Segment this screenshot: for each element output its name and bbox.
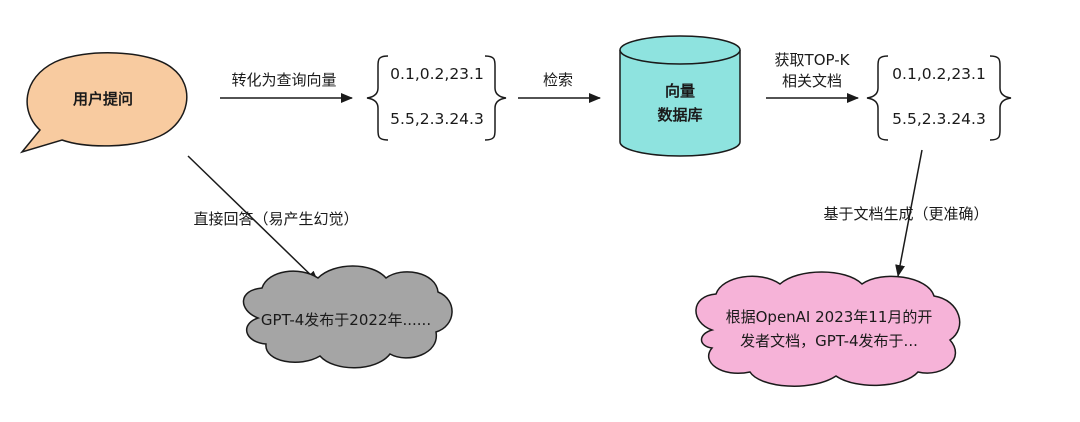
edge-label-retrieve: 检索 xyxy=(542,71,574,89)
topk-vector-row-2: 5.5,2.3.24.3 xyxy=(892,110,986,128)
vector-db-label-line2: 数据库 xyxy=(657,106,703,124)
edge-label-doc-generation: 基于文档生成（更准确） xyxy=(823,205,989,223)
edge-label-topk-line2: 相关文档 xyxy=(781,72,843,90)
vector-brace-right xyxy=(484,55,507,141)
rag-answer-text-line1: 根据OpenAI 2023年11月的开 xyxy=(725,308,933,326)
user-query-bubble xyxy=(19,52,188,154)
edge-label-to-vector: 转化为查询向量 xyxy=(231,71,337,89)
rag-answer-text-line2: 发者文档，GPT-4发布于... xyxy=(740,332,918,350)
user-query-label: 用户提问 xyxy=(72,90,134,108)
topk-vector-row-1: 0.1,0.2,23.1 xyxy=(892,65,986,83)
query-vector-row-1: 0.1,0.2,23.1 xyxy=(390,65,484,83)
direct-answer-text: GPT-4发布于2022年...... xyxy=(260,311,432,329)
vector-brace-left xyxy=(366,55,389,141)
query-vector-row-2: 5.5,2.3.24.3 xyxy=(390,110,484,128)
arrow-doc-generation xyxy=(895,149,923,277)
edge-label-direct-answer: 直接回答（易产生幻觉） xyxy=(193,210,359,228)
vector-db-label-line1: 向量 xyxy=(664,82,696,100)
arrow-direct-answer xyxy=(187,155,319,283)
vector-database xyxy=(619,35,741,157)
edge-label-topk-line1: 获取TOP-K xyxy=(774,51,850,69)
topk-brace-left xyxy=(866,55,889,141)
topk-brace-right xyxy=(989,55,1012,141)
rag-answer-cloud xyxy=(695,271,961,387)
direct-answer-cloud xyxy=(242,265,453,369)
